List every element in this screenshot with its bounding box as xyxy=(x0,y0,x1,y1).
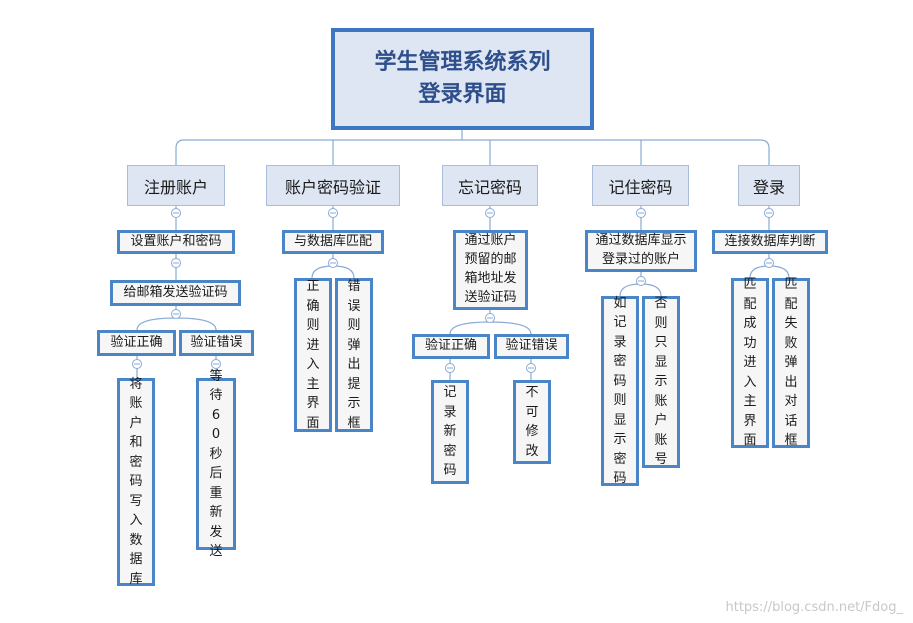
forgot-ok-result-text: 记录新密码 xyxy=(443,385,457,479)
node-login: 登录 xyxy=(738,165,800,206)
login-ok-result: 匹配成功进入主界面 xyxy=(731,277,769,449)
root-title-line2: 登录界面 xyxy=(418,82,507,107)
root-title-line1: 学生管理系统系列 xyxy=(374,50,551,76)
forgot-step-line4: 送验证码 xyxy=(464,289,517,305)
verify-ok-result: 正确则进入主界面 xyxy=(294,278,332,432)
remember-show-accounts: 通过数据库显示 登录过的账户 xyxy=(585,230,697,272)
forgot-send-code: 通过账户 预留的邮 箱地址发 送验证码 xyxy=(453,230,528,310)
node-remember-password: 记住密码 xyxy=(592,165,689,206)
login-err-result: 匹配失败弹出对话框 xyxy=(772,277,810,449)
remember-no-result-text: 否则只显示账户账号 xyxy=(654,296,668,468)
watermark: https://blog.csdn.net/Fdog_ xyxy=(725,600,904,615)
register-err-result: 等待60秒后重新发送 xyxy=(196,369,236,559)
forgot-err-result: 不可修改 xyxy=(513,380,551,464)
login-connect-db: 连接数据库判断 xyxy=(712,230,828,254)
register-set-credentials: 设置账户和密码 xyxy=(117,230,235,254)
register-ok-result-text: 将账户和密码写入数据库 xyxy=(129,376,143,587)
verify-ok-result-text: 正确则进入主界面 xyxy=(306,279,320,431)
verify-match-db: 与数据库匹配 xyxy=(282,230,384,254)
verify-err-result-text: 错误则弹出提示框 xyxy=(347,279,361,431)
forgot-step-line3: 箱地址发 xyxy=(464,271,517,286)
node-account-verify: 账户密码验证 xyxy=(266,165,400,206)
forgot-ok-result: 记录新密码 xyxy=(431,380,469,484)
register-ok-result: 将账户和密码写入数据库 xyxy=(117,377,155,587)
remember-no-result: 否则只显示账户账号 xyxy=(642,296,680,468)
remember-step-line2: 登录过的账户 xyxy=(601,252,680,267)
remember-step-line1: 通过数据库显示 xyxy=(595,233,687,249)
node-forgot-password: 忘记密码 xyxy=(442,165,538,206)
register-send-code: 给邮箱发送验证码 xyxy=(110,280,241,306)
remember-yes-result: 如记录密码则显示密码 xyxy=(601,296,639,486)
forgot-step-line2: 预留的邮 xyxy=(464,252,517,268)
register-verify-ok: 验证正确 xyxy=(97,330,176,356)
forgot-verify-err: 验证错误 xyxy=(494,334,569,359)
register-verify-err: 验证错误 xyxy=(179,330,254,356)
remember-yes-result-text: 如记录密码则显示密码 xyxy=(613,295,627,487)
forgot-verify-ok: 验证正确 xyxy=(412,334,490,359)
forgot-step-line1: 通过账户 xyxy=(464,233,517,249)
register-err-result-text: 等待60秒后重新发送 xyxy=(209,368,223,560)
root-node: 学生管理系统系列 登录界面 xyxy=(331,28,594,130)
login-err-result-text: 匹配失败弹出对话框 xyxy=(784,277,798,449)
node-register: 注册账户 xyxy=(127,165,225,206)
forgot-err-result-text: 不可修改 xyxy=(525,385,539,459)
verify-err-result: 错误则弹出提示框 xyxy=(335,278,373,432)
login-ok-result-text: 匹配成功进入主界面 xyxy=(743,277,757,449)
